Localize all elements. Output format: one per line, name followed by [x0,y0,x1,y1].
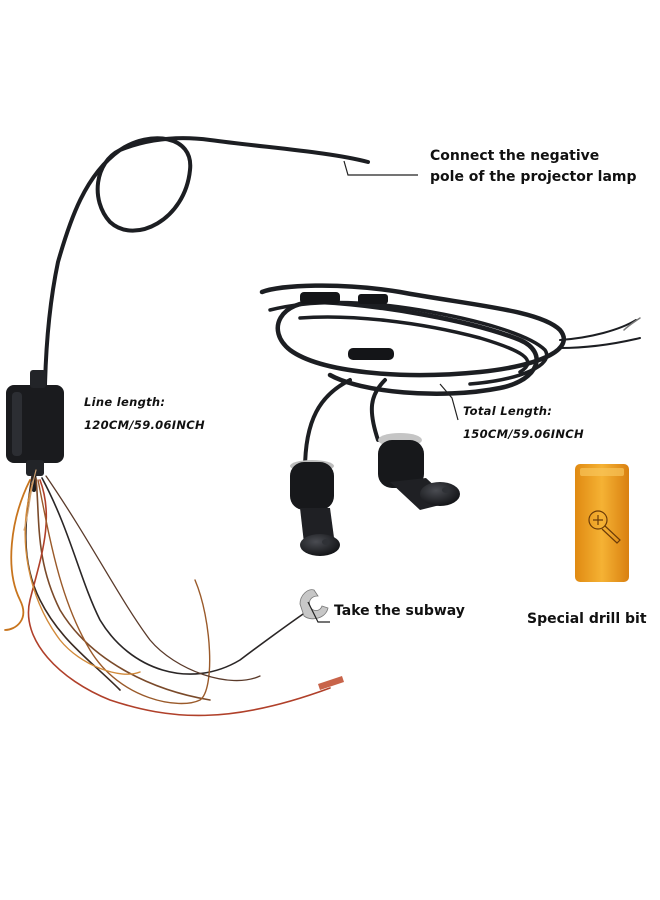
line-length-value: 120CM/59.06INCH [84,418,205,432]
total-length-title: Total Length: [463,404,553,418]
lamp-leads [303,378,387,472]
control-box [6,370,64,476]
red-terminal [318,676,344,690]
loose-wires [4,469,331,717]
drill-bit-label: Special drill bit [527,609,647,630]
projector-lamp-left [290,460,340,556]
drill-bit-icon [588,510,621,544]
negative-pole-label: Connect the negative pole of the project… [430,146,637,188]
line-length-label: Line length: 120CM/59.06INCH [84,391,205,437]
line-length-title: Line length: [84,395,166,409]
total-length-value: 150CM/59.06INCH [463,427,584,441]
control-cable [32,136,370,492]
negative-pole-line-1: Connect the negative [430,148,600,164]
harness-connectors [300,292,394,360]
take-subway-label: Take the subway [334,601,465,622]
projector-lamp-right [378,433,460,510]
take-subway-text: Take the subway [334,603,465,619]
negative-pole-line-2: pole of the projector lamp [430,169,637,185]
drill-bit-text: Special drill bit [527,611,647,627]
drill-bit-box [575,464,629,582]
callout-lines [307,160,459,623]
total-length-label: Total Length: 150CM/59.06INCH [463,400,584,446]
